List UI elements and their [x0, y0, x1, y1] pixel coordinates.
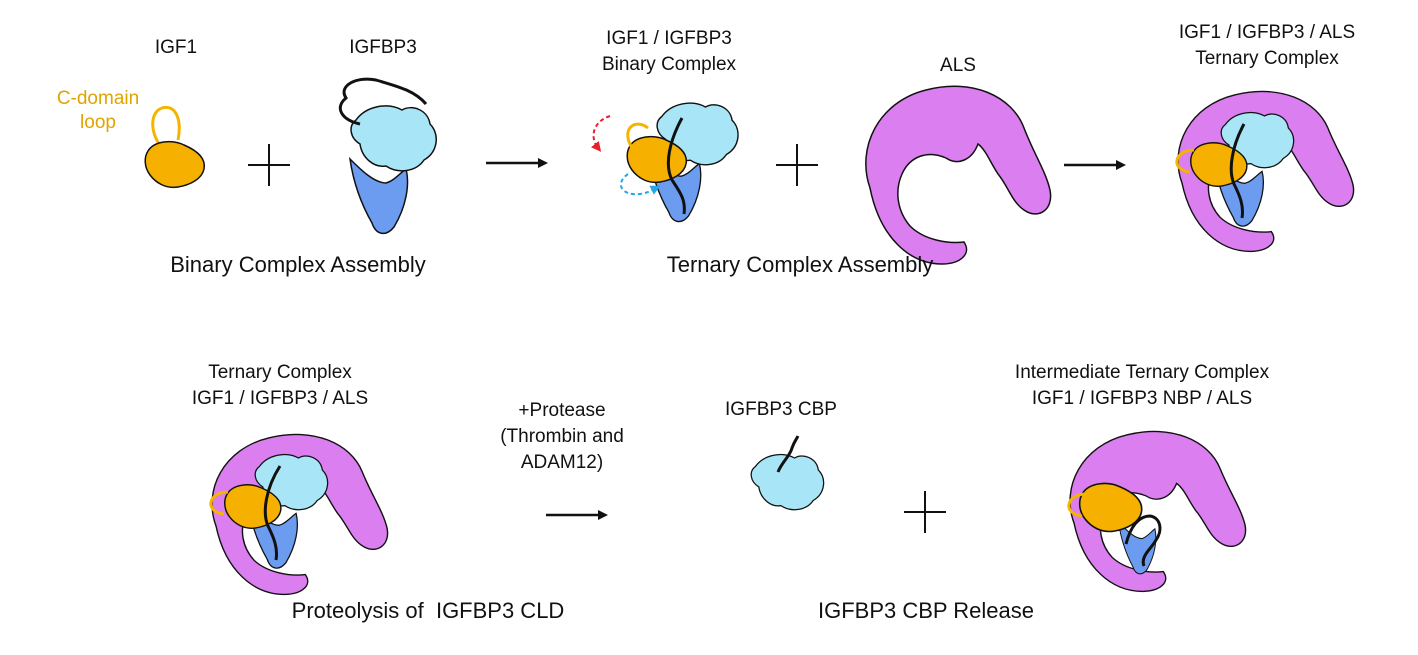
als-label: ALS: [940, 55, 976, 76]
protease-label-line2: (Thrombin and: [500, 426, 624, 447]
intermediate-ternary-complex: [1067, 430, 1247, 593]
release-title: IGFBP3 CBP Release: [818, 598, 1034, 623]
red-motion-arrow-icon: [590, 115, 611, 152]
protease-label-line3: ADAM12): [521, 452, 603, 473]
plus-sign-1: [248, 144, 290, 186]
binary-complex: [590, 102, 739, 223]
intermediate-label-line2: IGF1 / IGFBP3 NBP / ALS: [1032, 388, 1252, 409]
igfbp3-label: IGFBP3: [349, 37, 417, 58]
proteolysis-title: Proteolysis of IGFBP3 CLD: [292, 598, 565, 623]
ternary-complex-label-line2: Ternary Complex: [1195, 48, 1339, 69]
igf1-protein: [144, 105, 206, 189]
c-domain-loop: [151, 105, 181, 146]
ternary-assembly-title: Ternary Complex Assembly: [667, 252, 934, 277]
igf1-label: IGF1: [155, 37, 197, 58]
ternary-complex-label-line1: IGF1 / IGFBP3 / ALS: [1179, 22, 1355, 43]
cbp-label: IGFBP3 CBP: [725, 399, 837, 420]
blue-motion-arrow-icon: [619, 173, 661, 196]
igfbp3-protein: [338, 77, 437, 235]
ternary-complex-top: [1175, 90, 1355, 253]
plus-sign-2: [776, 144, 818, 186]
bottom-ternary-label-line1: Ternary Complex: [208, 362, 352, 383]
ternary-complex-bottom: [209, 433, 389, 596]
c-domain-label-line2: loop: [80, 112, 116, 133]
als-protein: [865, 85, 1052, 265]
c-domain-label-line1: C-domain: [57, 88, 139, 109]
binary-assembly-title: Binary Complex Assembly: [170, 252, 426, 277]
igfbp3-cbp-protein: [750, 435, 825, 511]
protease-label-line1: +Protease: [518, 400, 605, 421]
bottom-ternary-label-line2: IGF1 / IGFBP3 / ALS: [192, 388, 368, 409]
binary-complex-label-line2: Binary Complex: [602, 54, 737, 75]
binary-complex-label-line1: IGF1 / IGFBP3: [606, 28, 732, 49]
intermediate-label-line1: Intermediate Ternary Complex: [1015, 362, 1270, 383]
plus-sign-3: [904, 491, 946, 533]
